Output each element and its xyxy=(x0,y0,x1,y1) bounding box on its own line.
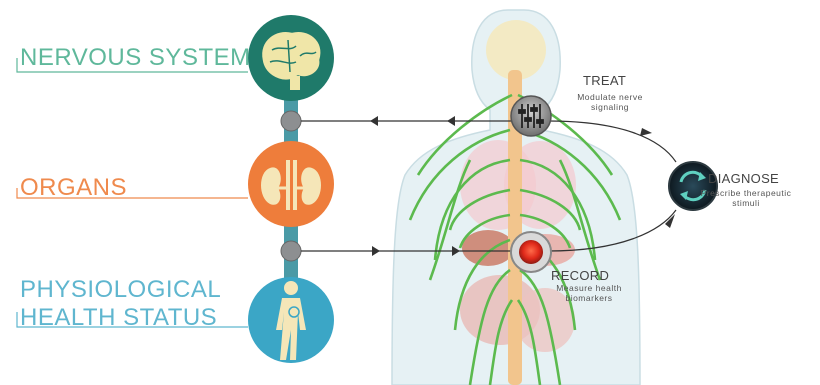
physiological-circle xyxy=(248,277,334,363)
record-description: Measure health biomarkers xyxy=(549,283,629,303)
record-knob xyxy=(511,232,551,272)
connector-node-top xyxy=(281,111,301,131)
treat-knob xyxy=(511,96,551,136)
organs-label: ORGANS xyxy=(20,175,127,201)
record-dot-icon xyxy=(519,240,543,264)
diagnose-description: Prescribe therapeutic stimuli xyxy=(696,188,796,208)
record-title: RECORD xyxy=(551,268,609,283)
organs-circle xyxy=(248,141,334,227)
connector-node-bottom xyxy=(281,241,301,261)
treat-title: TREAT xyxy=(583,73,626,88)
treat-description: Modulate nerve signaling xyxy=(560,92,660,112)
body-figure xyxy=(392,10,640,385)
nervous-system-circle xyxy=(248,15,334,101)
diagnose-title: DIAGNOSE xyxy=(708,171,779,186)
physiological-label-line2: HEALTH STATUS xyxy=(20,305,217,331)
physiological-label-line1: PHYSIOLOGICAL xyxy=(20,277,221,303)
nervous-system-label: NERVOUS SYSTEM xyxy=(20,45,251,71)
